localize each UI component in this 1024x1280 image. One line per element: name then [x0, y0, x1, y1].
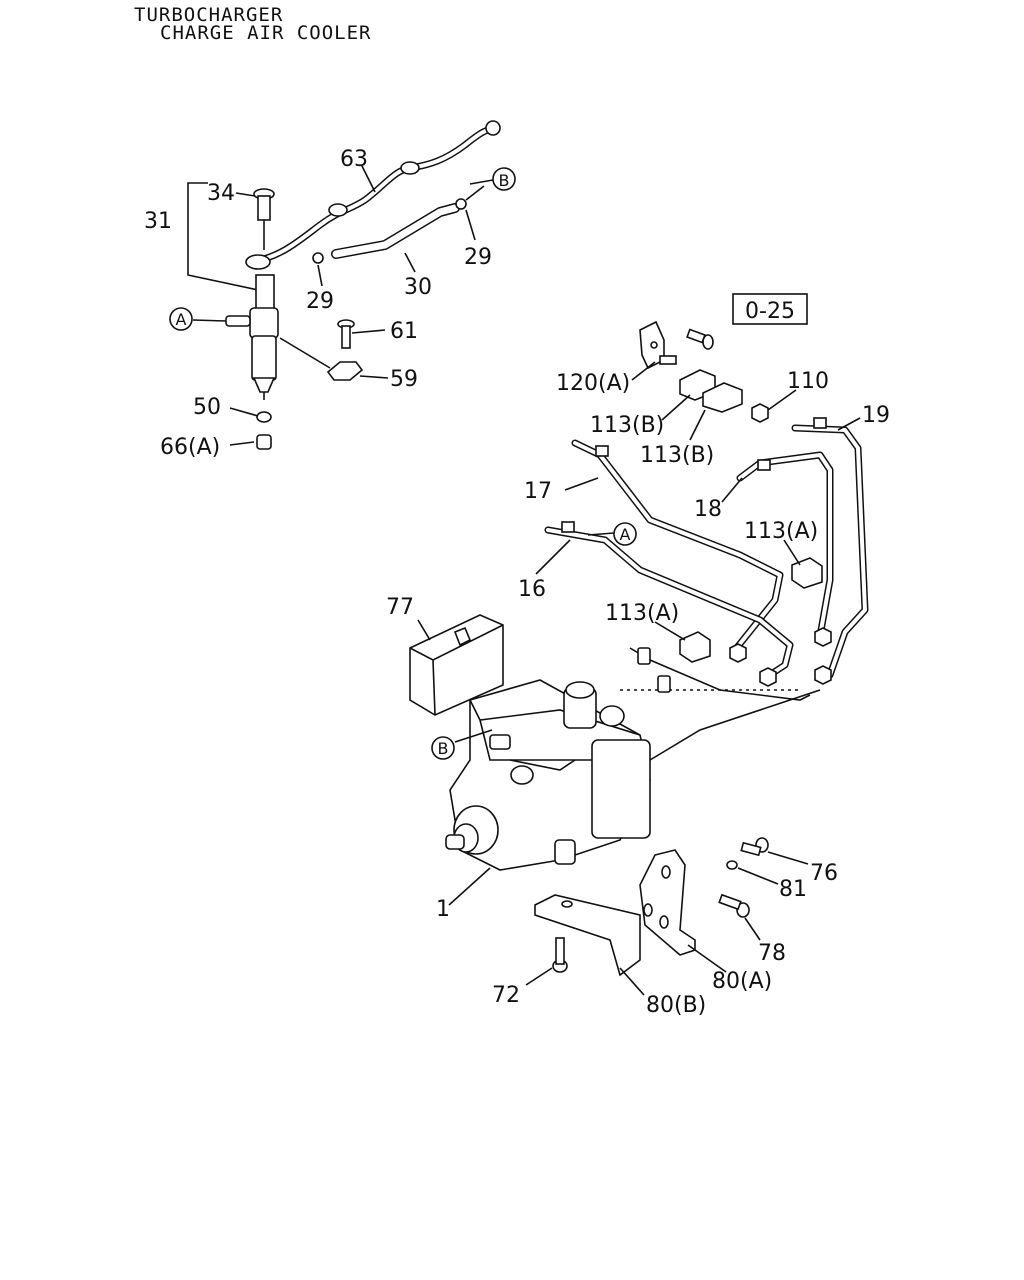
callout-120a: 120(A) — [556, 371, 630, 396]
callout-113b: 113(B) — [590, 413, 664, 438]
nut-66a — [256, 434, 272, 450]
leak-off-pipe-63 — [245, 120, 501, 270]
callout-110: 110 — [787, 369, 829, 394]
callout-30: 30 — [404, 275, 432, 300]
return-lines — [620, 647, 821, 761]
callout-81: 81 — [779, 877, 807, 902]
clamp-113b — [679, 369, 743, 413]
callout-31: 31 — [144, 209, 172, 234]
clamp-59 — [326, 361, 364, 381]
callout-34: 34 — [207, 181, 235, 206]
ref-box: 0-25 — [745, 299, 795, 324]
callout-72: 72 — [492, 983, 520, 1008]
bolt-78 — [718, 893, 750, 918]
circle-ref-a-pump: A — [613, 522, 637, 546]
pipe-19 — [791, 417, 869, 679]
leader-lines — [192, 165, 861, 996]
pipe-16 — [544, 521, 794, 682]
clamp-113a — [679, 557, 823, 663]
injection-pump-1 — [445, 679, 651, 871]
bolt-61 — [337, 319, 355, 349]
injector-assembly — [187, 182, 279, 400]
callout-50: 50 — [193, 395, 221, 420]
circle-ref-a-left: A — [169, 307, 193, 331]
callout-80a: 80(A) — [712, 969, 772, 994]
bolt-34 — [253, 188, 275, 250]
callout-19: 19 — [862, 403, 890, 428]
bolt-76 — [740, 837, 769, 857]
cover-77 — [409, 614, 504, 716]
pipe-17 — [571, 439, 784, 654]
callout-66a: 66(A) — [160, 435, 220, 460]
callout-77: 77 — [386, 595, 414, 620]
circle-ref-b-pump: B — [431, 736, 455, 760]
callout-29: 29 — [306, 289, 334, 314]
callout-1: 1 — [436, 897, 450, 922]
header-line-1: TURBOCHARGER — [134, 4, 284, 26]
bolt-0-25 — [686, 328, 714, 350]
circle-ref-b-label: B — [499, 171, 510, 190]
callout-29: 29 — [464, 245, 492, 270]
circle-ref-a-label: A — [176, 310, 187, 329]
washer-81 — [726, 860, 738, 870]
callout-18: 18 — [694, 497, 722, 522]
callout-17: 17 — [524, 479, 552, 504]
callout-63: 63 — [340, 147, 368, 172]
callout-113a: 113(A) — [744, 519, 818, 544]
callout-76: 76 — [810, 861, 838, 886]
callout-16: 16 — [518, 577, 546, 602]
callout-113b: 113(B) — [640, 443, 714, 468]
hose-30 — [331, 203, 460, 259]
nut-110 — [751, 403, 769, 423]
bolt-72 — [552, 937, 568, 973]
callout-80b: 80(B) — [646, 993, 706, 1018]
bracket-80b — [534, 894, 653, 977]
washer-50 — [256, 411, 272, 423]
callout-113a: 113(A) — [605, 601, 679, 626]
pipe-18 — [736, 451, 834, 640]
circle-ref-a-label: A — [620, 525, 631, 544]
circle-ref-b-label: B — [438, 739, 449, 758]
clip-29 — [312, 198, 467, 264]
bracket-80a — [639, 849, 696, 956]
pipe-nuts — [729, 627, 832, 687]
callout-59: 59 — [390, 367, 418, 392]
callout-61: 61 — [390, 319, 418, 344]
header-line-2: CHARGE AIR COOLER — [160, 22, 372, 44]
callout-78: 78 — [758, 941, 786, 966]
bracket-120a — [639, 320, 677, 370]
circle-ref-b-top: B — [492, 167, 516, 191]
ref-box-frame — [732, 293, 808, 325]
